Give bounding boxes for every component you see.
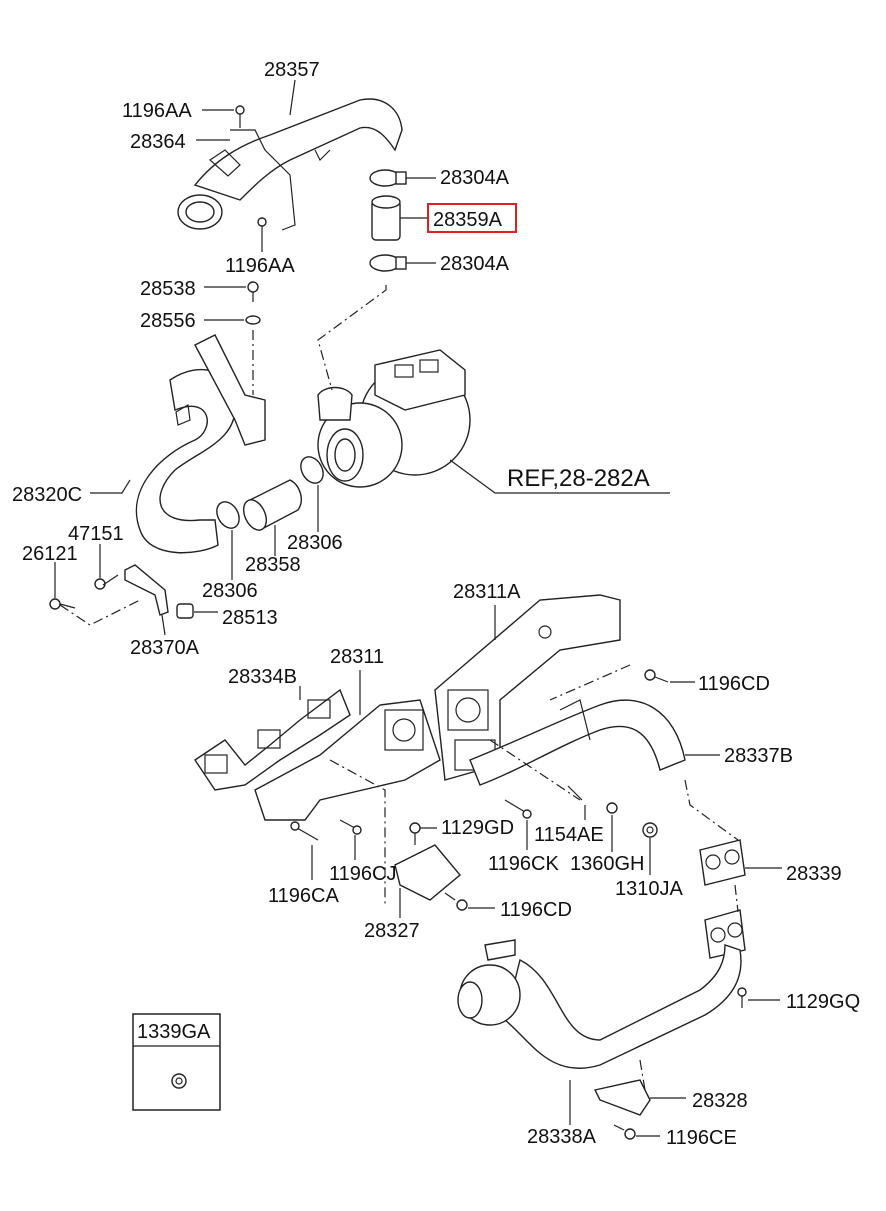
bolt-47151[interactable] [94, 574, 119, 590]
label-28334B[interactable]: 28334B [228, 666, 297, 688]
intake-pipe-28357[interactable] [177, 98, 403, 231]
spacer-28513[interactable] [176, 603, 194, 619]
exhaust-pipe-28337B[interactable] [469, 699, 686, 786]
exhaust-manifold-28311A[interactable] [434, 594, 621, 781]
label-28306-right[interactable]: 28306 [287, 532, 343, 554]
label-28311A[interactable]: 28311A [453, 581, 521, 603]
bolt-1196CD-top[interactable] [644, 669, 669, 683]
label-1196CD-bottom[interactable]: 1196CD [500, 899, 572, 921]
label-26121[interactable]: 26121 [22, 543, 78, 565]
clamp-28306-right[interactable] [296, 453, 327, 487]
label-28370A[interactable]: 28370A [130, 637, 200, 659]
label-1196AA-top[interactable]: 1196AA [122, 100, 192, 122]
washer-28556[interactable] [245, 315, 261, 325]
bolt-1196CD-bottom[interactable] [444, 892, 468, 911]
gasket-28339[interactable] [699, 839, 746, 959]
label-1360GH[interactable]: 1360GH [570, 853, 645, 875]
label-1196CK[interactable]: 1196CK [488, 853, 559, 875]
bracket-28370A[interactable] [124, 564, 169, 616]
turbocharger[interactable] [317, 349, 471, 488]
label-1196CE[interactable]: 1196CE [666, 1127, 737, 1149]
label-1196CJ[interactable]: 1196CJ [329, 863, 396, 885]
clamp-28306-left[interactable] [212, 498, 243, 532]
label-28364[interactable]: 28364 [130, 131, 186, 153]
label-1196CA[interactable]: 1196CA [268, 885, 339, 907]
label-28328[interactable]: 28328 [692, 1090, 748, 1112]
bolt-26121[interactable] [49, 598, 76, 610]
bolt-1196CK[interactable] [504, 799, 532, 819]
label-28513[interactable]: 28513 [222, 607, 278, 629]
label-47151[interactable]: 47151 [68, 523, 124, 545]
label-28359A[interactable]: 28359A [433, 209, 503, 231]
label-28320C[interactable]: 28320C [12, 484, 82, 506]
bolt-1196CE[interactable] [613, 1124, 636, 1140]
label-1196CD-top[interactable]: 1196CD [698, 673, 770, 695]
label-1339GA[interactable]: 1339GA [137, 1021, 211, 1043]
label-28337B[interactable]: 28337B [724, 745, 793, 767]
legend-box [132, 1013, 221, 1111]
bolt-1129GQ[interactable] [737, 987, 747, 1008]
clamp-28304A-top[interactable] [369, 169, 407, 187]
label-1310JA[interactable]: 1310JA [615, 878, 683, 900]
label-28538[interactable]: 28538 [140, 278, 196, 300]
hose-28358[interactable] [239, 479, 302, 534]
label-28327[interactable]: 28327 [364, 920, 420, 942]
intake-pipe-28320C[interactable] [135, 334, 266, 554]
bolt-28538[interactable] [247, 281, 259, 302]
label-ref-turbo[interactable]: REF,28-282A [507, 465, 650, 492]
label-1154AE[interactable]: 1154AE [534, 824, 604, 846]
label-1129GQ[interactable]: 1129GQ [786, 991, 860, 1013]
label-28304A-bottom[interactable]: 28304A [440, 253, 510, 275]
nut-1360GH[interactable] [606, 802, 618, 814]
bolt-1196CJ[interactable] [339, 819, 362, 835]
label-1196AA-lower[interactable]: 1196AA [225, 255, 295, 277]
clamp-28304A-bottom[interactable] [369, 254, 407, 272]
bolt-1196CA[interactable] [290, 821, 319, 841]
nut-1310JA[interactable] [642, 822, 658, 838]
hose-28359A[interactable] [371, 195, 401, 241]
bracket-28327[interactable] [394, 844, 461, 901]
stud-1154AE[interactable] [567, 785, 583, 801]
label-28358[interactable]: 28358 [245, 554, 301, 576]
label-1129GD[interactable]: 1129GD [441, 817, 514, 839]
bracket-28328[interactable] [593, 1079, 651, 1116]
label-28306-left[interactable]: 28306 [202, 580, 258, 602]
label-28304A-top[interactable]: 28304A [440, 167, 510, 189]
leader-lines [54, 79, 782, 1137]
cap-1339GA[interactable] [171, 1073, 187, 1089]
bolt-1196AA-top[interactable] [235, 105, 245, 128]
bolt-1196AA-lower[interactable] [257, 217, 267, 238]
centerlines [59, 285, 739, 1091]
label-28339[interactable]: 28339 [786, 863, 842, 885]
bolt-1129GD[interactable] [409, 822, 421, 845]
label-28357[interactable]: 28357 [264, 59, 320, 81]
label-28311[interactable]: 28311 [330, 646, 384, 668]
label-28338A[interactable]: 28338A [527, 1126, 597, 1148]
highlight-box [427, 203, 517, 233]
gasket-28334B[interactable] [194, 688, 351, 791]
front-pipe-28338A[interactable] [457, 939, 742, 1069]
label-28556[interactable]: 28556 [140, 310, 196, 332]
exhaust-manifold-28311[interactable] [254, 699, 441, 821]
part-labels: 28357 1196AA 28364 28304A 28359A 28304A … [12, 59, 860, 1149]
